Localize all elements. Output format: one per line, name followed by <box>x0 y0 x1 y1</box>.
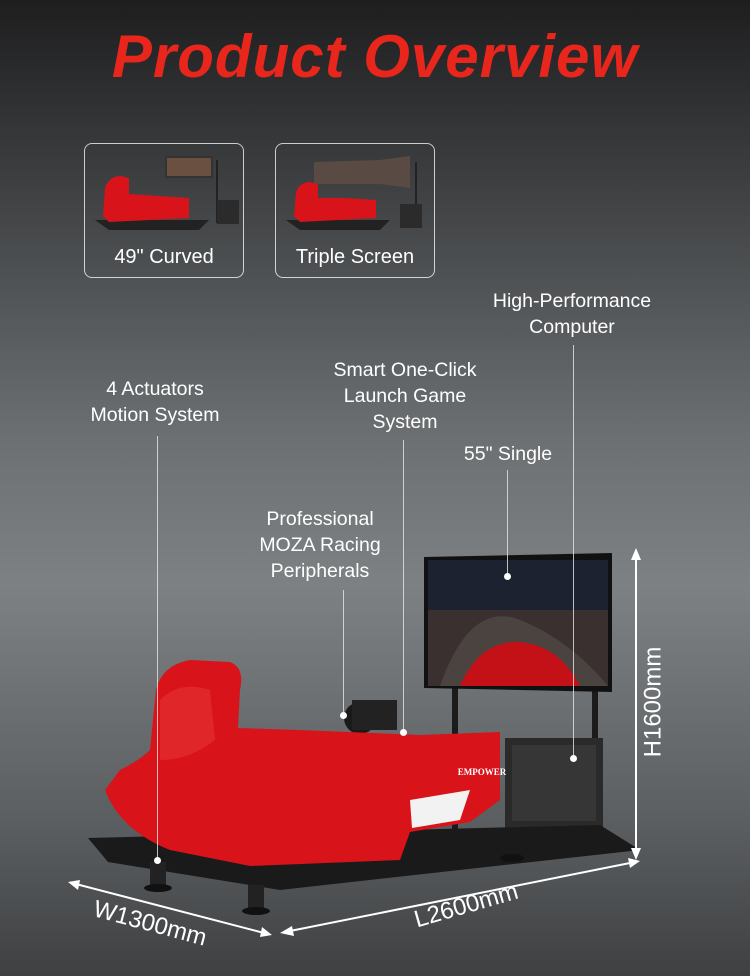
leader-line <box>157 436 158 860</box>
callout-peripherals: Professional MOZA Racing Peripherals <box>259 506 380 584</box>
callout-line: Motion System <box>90 404 220 426</box>
callout-line: Smart One-Click <box>333 359 477 381</box>
page-title: Product Overview <box>111 23 639 90</box>
leader-line <box>573 345 574 758</box>
callout-dot <box>400 729 407 736</box>
leader-line <box>343 590 344 715</box>
callout-line: MOZA Racing <box>259 534 381 556</box>
callout-screen: 55" Single <box>464 441 552 467</box>
callout-line: High-Performance <box>492 290 652 312</box>
callout-line: Computer <box>529 316 615 338</box>
brand-mark: EMPOWER <box>458 767 507 777</box>
callout-dot <box>504 573 511 580</box>
length-arrow <box>284 861 636 933</box>
leader-line <box>507 470 508 576</box>
callout-computer: High-Performance Computer <box>493 288 651 340</box>
callout-dot <box>570 755 577 762</box>
callout-line: 55" Single <box>463 443 553 465</box>
triple-screen-simulator-image <box>286 156 422 230</box>
width-arrow <box>71 882 269 935</box>
callout-dot <box>154 857 161 864</box>
callout-actuators: 4 Actuators Motion System <box>91 376 220 428</box>
height-dimension: H1600mm <box>639 646 667 758</box>
callout-line: Launch Game <box>343 385 467 407</box>
callout-line: Peripherals <box>270 560 370 582</box>
curved-simulator-image <box>95 156 239 230</box>
variant-triple-screen[interactable]: Triple Screen <box>275 143 435 278</box>
variant-49-curved[interactable]: 49" Curved <box>84 143 244 278</box>
variant-label: Triple Screen <box>295 246 415 268</box>
callout-line: Professional <box>266 508 374 530</box>
callout-line: System <box>372 411 438 433</box>
variant-label: 49" Curved <box>114 246 214 268</box>
callout-launch: Smart One-Click Launch Game System <box>333 357 476 435</box>
callout-line: 4 Actuators <box>106 378 204 400</box>
leader-line <box>403 440 404 732</box>
callout-dot <box>340 712 347 719</box>
